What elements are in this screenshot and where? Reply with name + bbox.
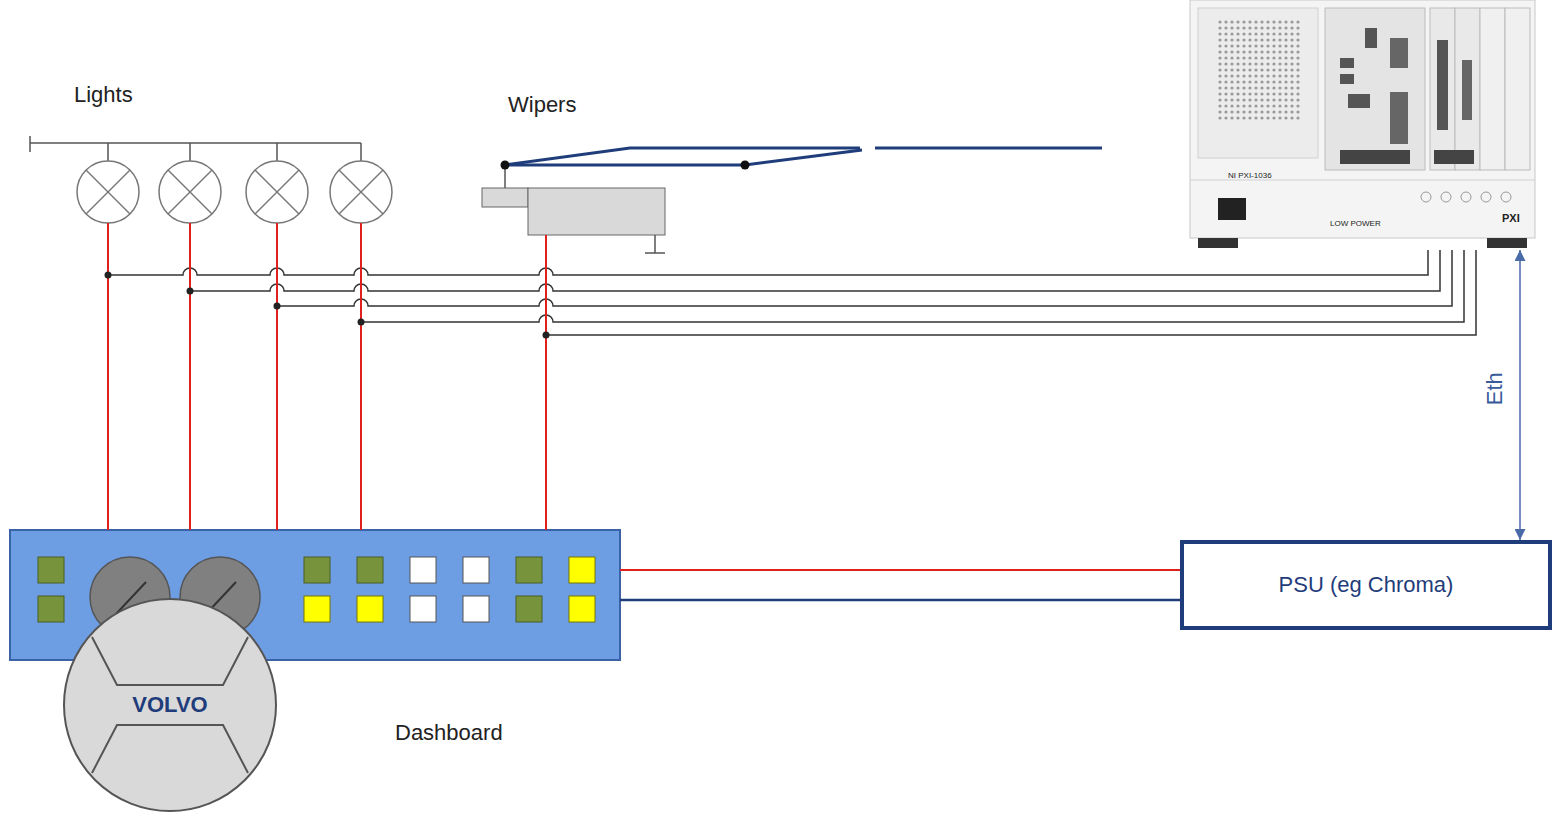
edge-label-holder: Eth	[1478, 376, 1511, 401]
node-text: VOLVO	[132, 692, 207, 717]
text-holder: Lights	[74, 82, 133, 107]
psu-box: PSU (eg Chroma)	[1180, 540, 1552, 630]
wiper-motor: Wipers	[470, 88, 670, 235]
supply-wire	[189, 223, 191, 530]
text-holder: LOW POWER	[1330, 212, 1381, 230]
node-text: NI PXI-1036	[1228, 171, 1272, 180]
signal-wire	[361, 223, 1464, 322]
text-holder: Wipers	[508, 92, 576, 117]
node-text: PSU (eg Chroma)	[1279, 572, 1454, 597]
node-text: Dashboard	[395, 720, 503, 745]
junction-dot	[274, 303, 281, 310]
text-holder: PXI	[1502, 208, 1520, 226]
signal-wire	[546, 235, 1476, 335]
node-text: PXI	[1502, 212, 1520, 224]
junction-dot	[105, 272, 112, 279]
edge-label: Eth	[1482, 372, 1507, 405]
text-holder: NI PXI-1036	[1228, 164, 1272, 182]
wiper-assembly	[482, 148, 1102, 253]
junction-dot	[358, 319, 365, 326]
node-text: LOW POWER	[1330, 219, 1381, 228]
lights-group: Lights	[20, 78, 405, 223]
supply-wire	[545, 235, 547, 530]
dashboard-panel: DashboardVOLVO	[10, 530, 620, 660]
power-wire	[620, 599, 1180, 602]
node-text: Lights	[74, 82, 133, 107]
ground-bus	[30, 136, 361, 161]
supply-wire	[276, 223, 278, 530]
text-holder: Dashboard	[395, 720, 503, 745]
lamp-symbols	[77, 161, 392, 223]
signal-wire	[108, 223, 1428, 275]
supply-wire	[107, 223, 109, 530]
supply-wire	[360, 223, 362, 530]
junction-dot	[187, 288, 194, 295]
ethernet-link	[1519, 250, 1521, 540]
power-wire	[620, 569, 1180, 571]
pxi-chassis-illustration	[1190, 0, 1535, 248]
volvo-badge: VOLVO	[62, 597, 278, 813]
pxi-chassis: NI PXI-1036LOW POWER PXI	[1190, 0, 1535, 250]
signal-wire	[277, 223, 1452, 306]
node-text: Wipers	[508, 92, 576, 117]
junction-dot	[543, 332, 550, 339]
signal-wire	[190, 223, 1440, 291]
